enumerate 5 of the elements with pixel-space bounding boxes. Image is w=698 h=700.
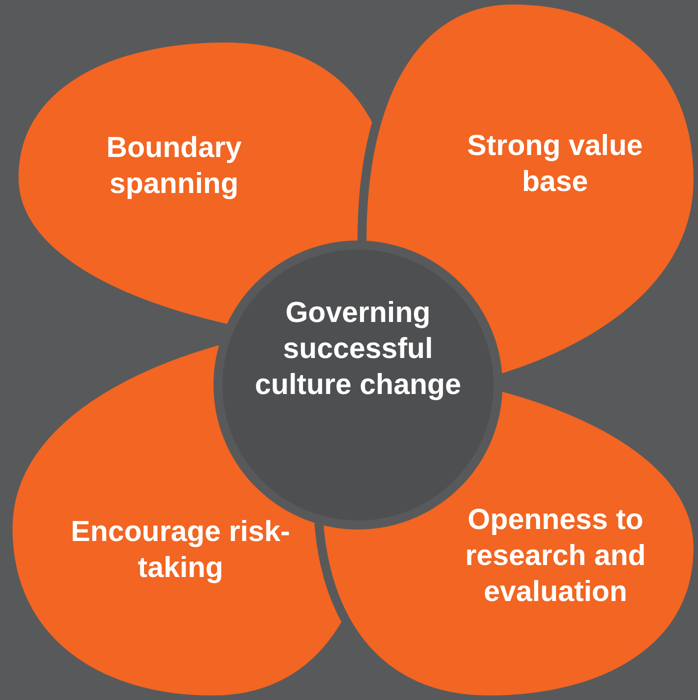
petal-label: Boundary spanning — [105, 131, 243, 202]
petal-label: Encourage risk-taking — [70, 515, 292, 586]
petal-label: Strong value base — [466, 129, 644, 200]
center-label: Governing successful culture change — [254, 296, 462, 403]
petal-label: Openness to research and evaluation — [464, 503, 647, 610]
